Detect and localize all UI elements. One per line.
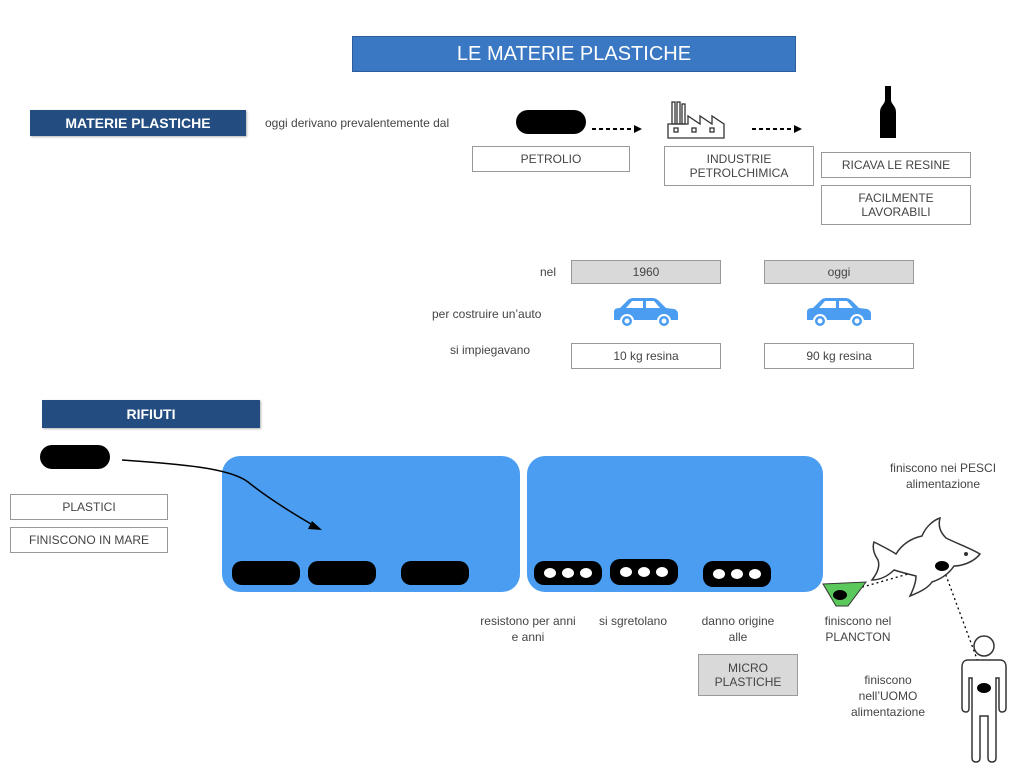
microplastic-dots bbox=[703, 561, 771, 587]
ricava-resine-box: RICAVA LE RESINE bbox=[821, 152, 971, 178]
fragmenting-plastic-1 bbox=[534, 561, 602, 585]
plastici-box: PLASTICI bbox=[10, 494, 168, 520]
plankton-icon bbox=[822, 581, 868, 607]
fish-icon bbox=[870, 516, 982, 598]
car-icon-1960 bbox=[614, 298, 678, 328]
arrow-1-icon bbox=[592, 125, 642, 133]
microplastiche-box: MICRO PLASTICHE bbox=[698, 654, 798, 696]
pesci-label: finiscono nei PESCI alimentazione bbox=[889, 461, 997, 491]
plancton-label: finiscono nel PLANCTON bbox=[824, 614, 892, 644]
year-oggi-box: oggi bbox=[764, 260, 914, 284]
resistono-label: resistono per anni e anni bbox=[480, 614, 576, 644]
plastic-piece-icon bbox=[40, 445, 110, 469]
plastic-piece-3 bbox=[401, 561, 469, 585]
year-1960-box: 1960 bbox=[571, 260, 721, 284]
human-icon bbox=[961, 635, 1007, 763]
page-title: LE MATERIE PLASTICHE bbox=[352, 36, 796, 72]
plastic-piece-2 bbox=[308, 561, 376, 585]
nel-label: nel bbox=[540, 265, 557, 279]
industrie-box: INDUSTRIE PETROLCHIMICA bbox=[664, 146, 814, 186]
resin-1960-box: 10 kg resina bbox=[571, 343, 721, 369]
fragmenting-plastic-2 bbox=[610, 559, 678, 585]
per-costruire-label: per costruire un’auto bbox=[432, 307, 542, 321]
resin-oggi-box: 90 kg resina bbox=[764, 343, 914, 369]
petrolio-box: PETROLIO bbox=[472, 146, 630, 172]
finiscono-mare-box: FINISCONO IN MARE bbox=[10, 527, 168, 553]
arrow-2-icon bbox=[752, 125, 802, 133]
factory-icon bbox=[667, 101, 725, 139]
plastic-piece-1 bbox=[232, 561, 300, 585]
uomo-label: finiscono nell’UOMO alimentazione bbox=[850, 673, 926, 719]
facilmente-lavorabili-box: FACILMENTE LAVORABILI bbox=[821, 185, 971, 225]
bottle-icon bbox=[880, 86, 896, 138]
rifiuti-tag: RIFIUTI bbox=[42, 400, 260, 428]
intro-text: oggi derivano prevalentemente dal bbox=[265, 116, 450, 130]
sgretolano-label: si sgretolano bbox=[598, 614, 668, 628]
materie-plastiche-tag: MATERIE PLASTICHE bbox=[30, 110, 246, 136]
car-icon-oggi bbox=[807, 298, 871, 328]
oil-icon bbox=[516, 110, 586, 134]
danno-origine-label: danno origine alle bbox=[701, 614, 775, 644]
si-impiegavano-label: si impiegavano bbox=[450, 343, 531, 357]
